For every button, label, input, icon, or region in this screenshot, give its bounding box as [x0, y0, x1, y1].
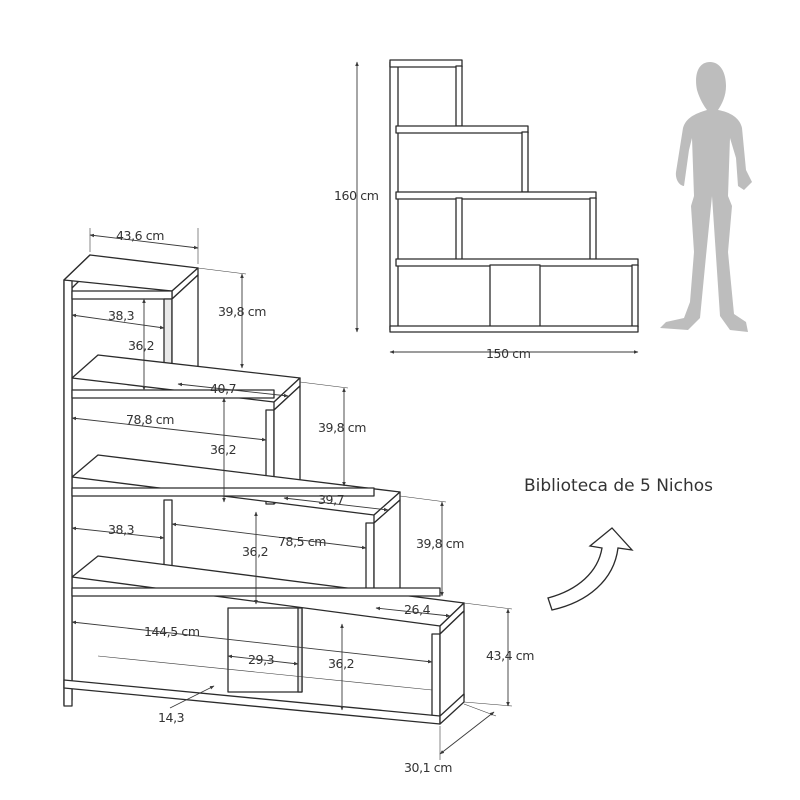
dim-step2-width: 39,7: [318, 492, 344, 507]
dim-tier2-height: 39,8 cm: [318, 420, 366, 435]
curved-arrow-icon: [547, 527, 634, 611]
dim-base-height: 43,4 cm: [486, 648, 534, 663]
dim-top-width: 43,6 cm: [116, 228, 164, 243]
front-side-2: [521, 131, 529, 193]
dim-niche3-height: 36,2: [242, 544, 268, 559]
dim-tier3-height: 39,8 cm: [416, 536, 464, 551]
dim-step3-width: 26,4: [404, 602, 431, 617]
dim-step1-width: 40,7: [210, 381, 236, 396]
front-plinth: [389, 325, 639, 333]
front-shelf-2: [395, 125, 529, 134]
iso-door: [227, 607, 303, 693]
iso-left-upright: [63, 279, 73, 707]
human-silhouette-icon: [660, 62, 752, 332]
front-view: 160 cm 150 cm: [334, 59, 639, 361]
front-height-label: 160 cm: [334, 188, 379, 203]
dim-base-width: 144,5 cm: [144, 624, 200, 639]
dim-base-niche-height: 36,2: [328, 656, 354, 671]
front-top-shelf: [389, 59, 463, 68]
product-title: Biblioteca de 5 Nichos: [524, 476, 713, 496]
dim-niche1-height: 36,2: [128, 338, 154, 353]
front-mid-divider: [455, 197, 463, 261]
dim-niche2-height: 36,2: [210, 442, 236, 457]
front-top-side: [455, 65, 463, 127]
dim-plinth: 14,3: [158, 710, 184, 725]
dim-door-width: 29,3: [248, 652, 274, 667]
front-right-side: [631, 264, 639, 328]
front-door-left: [489, 264, 541, 328]
front-width-label: 150 cm: [486, 346, 531, 361]
dim-depth: 30,1 cm: [404, 760, 452, 775]
dim-tier1-height: 39,8 cm: [218, 304, 266, 319]
dim-niche3a-width: 38,3: [108, 522, 134, 537]
iso-view: 43,6 cm 39,8 cm 38,3 36,2 40,7 39,8 cm 7…: [63, 228, 535, 775]
dim-niche2-width: 78,8 cm: [126, 412, 174, 427]
front-side-3: [589, 197, 597, 261]
dim-niche3b-width: 78,5 cm: [278, 534, 326, 549]
front-shelf-3: [395, 191, 597, 200]
dim-niche1-width: 38,3: [108, 308, 134, 323]
